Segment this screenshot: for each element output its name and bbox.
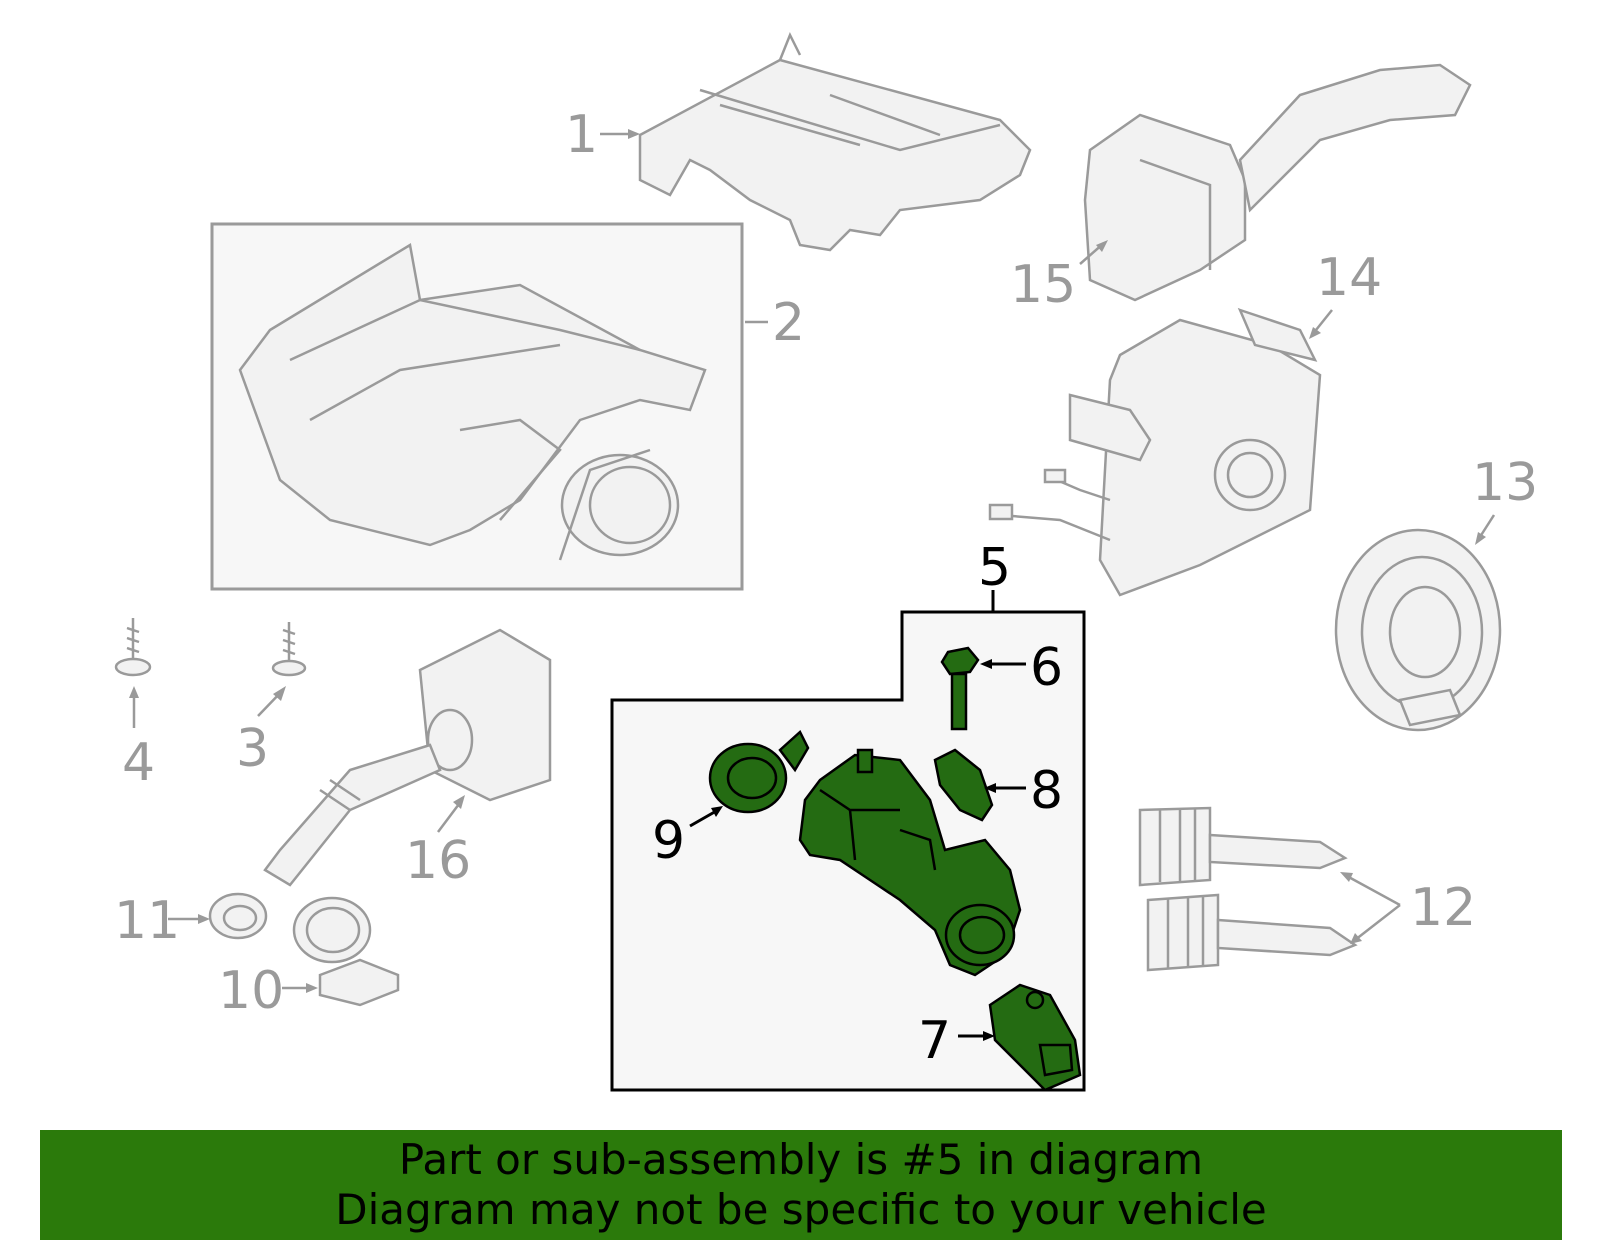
callout-15-arrow xyxy=(1096,240,1108,252)
callout-12-arrow-a xyxy=(1340,872,1353,882)
banner-line-2: Diagram may not be specific to your vehi… xyxy=(335,1185,1267,1234)
callout-6[interactable]: 6 xyxy=(1030,638,1063,698)
callout-14[interactable]: 14 xyxy=(1316,248,1382,308)
callout-1-arrow xyxy=(628,129,640,139)
callout-15[interactable]: 15 xyxy=(1010,255,1076,315)
callout-6-arrow xyxy=(980,659,992,669)
part-7-connector[interactable] xyxy=(988,983,1082,1092)
callout-16[interactable]: 16 xyxy=(405,831,471,891)
callout-3-arrow xyxy=(273,686,286,701)
part-5-ignition-housing[interactable] xyxy=(798,748,1022,977)
callout-1[interactable]: 1 xyxy=(565,105,598,165)
part-2-lower-shroud[interactable] xyxy=(238,242,707,561)
part-14-housing[interactable] xyxy=(988,307,1322,597)
part-1-upper-shroud[interactable] xyxy=(638,31,1032,252)
callout-11-arrow xyxy=(198,914,210,924)
callout-5[interactable]: 5 xyxy=(978,538,1011,598)
callout-13-arrow xyxy=(1475,532,1486,545)
callout-10[interactable]: 10 xyxy=(218,961,284,1021)
part-9-ring[interactable] xyxy=(708,729,810,814)
callout-8-arrow xyxy=(984,783,996,793)
callout-13[interactable]: 13 xyxy=(1472,453,1538,513)
callout-12-arrow-b xyxy=(1350,933,1362,944)
callout-14-arrow xyxy=(1309,327,1321,339)
callout-10-arrow xyxy=(306,983,318,993)
callout-12-leader-b xyxy=(1354,904,1401,941)
part-16-wiper-switch[interactable] xyxy=(263,628,552,887)
callout-9[interactable]: 9 xyxy=(652,811,685,871)
callout-4[interactable]: 4 xyxy=(122,733,155,793)
callout-2[interactable]: 2 xyxy=(772,293,805,353)
part-8-insert[interactable] xyxy=(933,748,994,822)
callout-4-arrow xyxy=(129,686,139,698)
callout-12-leader-a xyxy=(1344,873,1401,907)
part-3-screw[interactable] xyxy=(271,622,307,677)
part-10-ring-bracket[interactable] xyxy=(292,896,400,1007)
callout-3[interactable]: 3 xyxy=(236,719,269,779)
callout-11[interactable]: 11 xyxy=(114,891,180,951)
callout-7-arrow xyxy=(983,1031,995,1041)
callout-9-leader xyxy=(689,808,719,828)
part-12-keys[interactable] xyxy=(1138,806,1358,972)
callout-12[interactable]: 12 xyxy=(1410,878,1476,938)
callout-7[interactable]: 7 xyxy=(918,1011,951,1071)
callout-9-arrow xyxy=(711,806,723,817)
part-13-clockspring[interactable] xyxy=(1334,528,1502,732)
callout-16-arrow xyxy=(453,795,465,809)
callout-8[interactable]: 8 xyxy=(1030,761,1063,821)
part-6-bolt[interactable] xyxy=(940,646,980,731)
part-15-turn-signal-switch[interactable] xyxy=(1083,63,1472,302)
info-banner: Part or sub-assembly is #5 in diagram Di… xyxy=(40,1130,1562,1240)
part-11-ring[interactable] xyxy=(208,892,268,940)
banner-line-1: Part or sub-assembly is #5 in diagram xyxy=(398,1135,1204,1184)
part-4-screw[interactable] xyxy=(114,618,152,677)
